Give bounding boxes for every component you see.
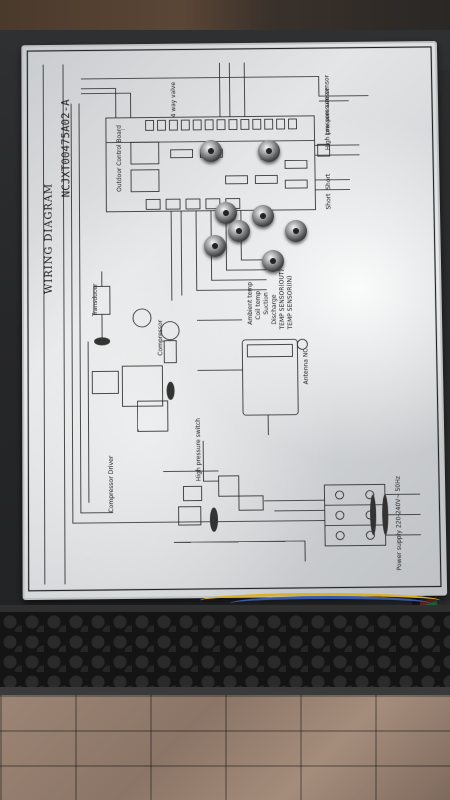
four-way-valve-label: 4 way valve (170, 81, 178, 118)
compressor-label: Compressor (157, 319, 165, 356)
short-label-1: Short (324, 173, 333, 190)
blue-wire (230, 596, 430, 611)
control-board-label: Outdoor Control Board (115, 125, 124, 192)
screw-6 (285, 220, 307, 242)
ambient-temp-label: Ambient temp (246, 281, 255, 325)
acoustic-foam (0, 612, 450, 687)
unit-base (0, 687, 450, 697)
coil-temp-label: Coil temp (254, 290, 263, 320)
diagram-lines: --- -- -- -- -- (21, 41, 447, 600)
temp-sensor-in-label: TEMP SENSOR(IN) (286, 275, 295, 330)
compressor-driver-label: Compressor Driver (107, 455, 116, 513)
svg-text:---: --- (121, 127, 126, 132)
foam-frame (0, 605, 450, 615)
screw-2 (258, 140, 280, 162)
paving-stones (0, 695, 450, 800)
yellow-wire (200, 593, 440, 608)
antenna-label: Antenna NC (302, 348, 310, 385)
screw-4 (228, 220, 250, 242)
screw-7 (204, 235, 226, 257)
screw-3 (215, 202, 237, 224)
discharge-label: Discharge (270, 294, 279, 325)
screw-5 (252, 205, 274, 227)
plate-title: WIRING DIAGRAM (43, 182, 55, 295)
high-pressure-switch-label: High pressure switch (194, 417, 203, 482)
screw-8 (262, 250, 284, 272)
plate-model-number: NCJXT00475A02-A (59, 99, 73, 198)
short-label-2: Short (325, 193, 333, 210)
suction-label: Suction (262, 292, 270, 315)
wiring-diagram-plate: --- -- -- -- -- WIRING DIAGRAM NCJXT0047… (21, 40, 448, 601)
temp-sensor-out-label: TEMP SENSOR(OUT) (278, 269, 287, 330)
transducer-label: Transducer (91, 283, 99, 317)
low-pressure-sensor-label: Low pressure sensor (323, 74, 332, 136)
screw-1 (200, 140, 222, 162)
